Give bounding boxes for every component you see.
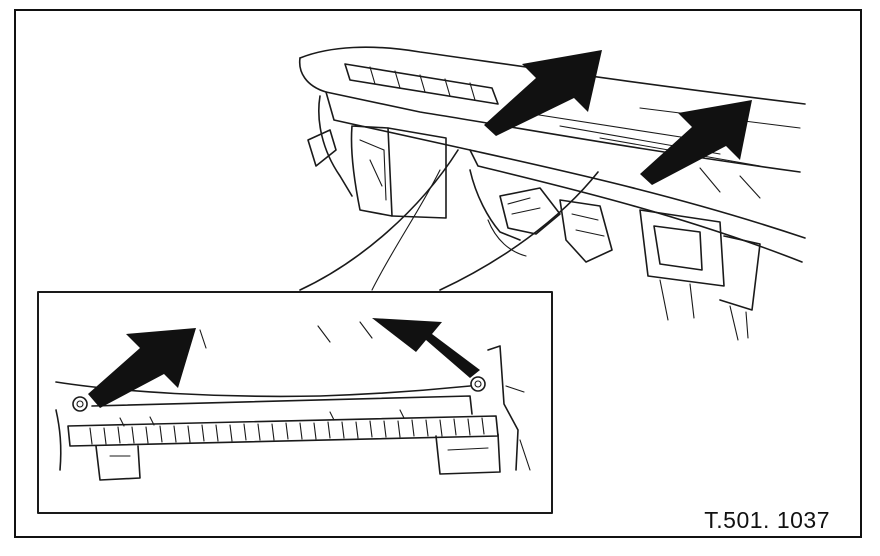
figure-reference-code: T.501. 1037	[704, 507, 830, 533]
clip-fastener-left	[72, 396, 88, 412]
pointer-arrow-inset-left	[88, 328, 196, 408]
figure-frame	[14, 9, 862, 538]
detail-inset-frame	[37, 291, 553, 514]
dashboard-overview	[298, 46, 806, 341]
pointer-arrow-inset-right	[372, 318, 480, 378]
pointer-arrow-upper-right	[640, 100, 752, 185]
detail-inset-view	[55, 321, 531, 481]
pointer-arrow-upper-left	[484, 50, 602, 136]
clip-fastener-right	[470, 376, 486, 392]
